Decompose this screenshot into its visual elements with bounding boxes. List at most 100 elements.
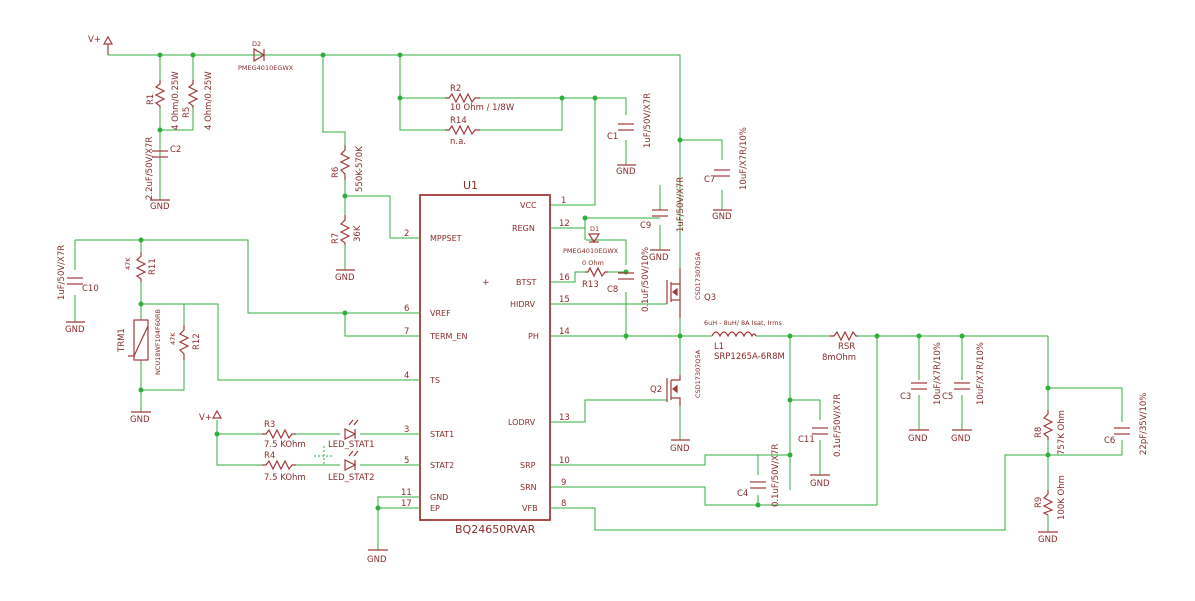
pin-num-ts: 4 <box>404 371 409 381</box>
label-rsr-ref: RSR <box>838 342 855 352</box>
pin-num-vcc: 1 <box>561 196 566 206</box>
resistor-r6-body <box>339 145 351 180</box>
pin-num-btst: 16 <box>559 273 570 283</box>
label-r13-value: 0 Ohm <box>582 259 604 267</box>
label-c1-value: 1uF/50V/X7R <box>643 93 653 148</box>
resistor-r8-body <box>1042 410 1054 440</box>
label-r9-ref: R9 <box>1034 497 1044 508</box>
label-c1-ref: C1 <box>607 132 618 142</box>
label-trm1-ref: TRM1 <box>117 328 127 353</box>
diode-d2-symbol <box>253 47 266 63</box>
gnd-label-q2: GND <box>670 444 690 454</box>
label-r11-value: 47K <box>124 257 132 270</box>
vplus-led-label: V+ <box>199 413 212 423</box>
vplus-top-label: V+ <box>88 35 101 45</box>
label-c2-ref: C2 <box>170 145 181 155</box>
resistor-r13-body <box>585 266 608 278</box>
label-c4-ref: C4 <box>737 489 748 499</box>
gnd-label-c1: GND <box>616 167 636 177</box>
mosfet-q3-symbol <box>666 268 681 318</box>
pin-label-ep: EP <box>430 504 440 513</box>
label-r14-value: n.a. <box>450 137 466 147</box>
pin-label-srn: SRN <box>520 483 537 492</box>
capacitor-c10-symbol <box>67 277 83 285</box>
label-q2-value: CSD17307Q5A <box>694 349 702 398</box>
gnd-symbols <box>66 164 1058 551</box>
label-d1-value: PMEG4010EGWX <box>563 247 619 255</box>
label-c7-ref: C7 <box>704 175 715 185</box>
label-r12-ref: R12 <box>192 333 202 350</box>
label-c3-value: 10uF/X7R/10% <box>933 342 943 405</box>
resistor-r2-body <box>445 92 480 104</box>
resistor-r4-body <box>262 459 296 471</box>
label-l1-value: SRP1265A-6R8M <box>714 352 785 362</box>
pin-num-srp: 10 <box>559 456 570 466</box>
pin-label-stat2: STAT2 <box>430 461 454 470</box>
label-r4-value: 7.5 KOhm <box>264 473 306 483</box>
svg-text:+: + <box>482 278 490 288</box>
pin-num-mppset: 2 <box>404 229 409 239</box>
pin-label-ph: PH <box>528 332 539 341</box>
label-rsr-value: 8mOhm <box>822 353 856 363</box>
resistor-rsr-body <box>830 330 858 342</box>
label-q2-ref: Q2 <box>650 385 662 395</box>
pin-label-btst: BTST <box>516 278 536 287</box>
capacitor-c4-symbol <box>750 481 766 489</box>
pin-label-vref: VREF <box>430 309 451 318</box>
label-r11-ref: R11 <box>148 258 158 275</box>
supply-symbols: V+ V+ GND GND GND GND GND GND GND GND <box>65 35 1058 565</box>
label-c8-ref: C8 <box>607 285 618 295</box>
pin-num-stat1: 3 <box>404 425 409 435</box>
label-r3-value: 7.5 KOhm <box>264 440 306 450</box>
label-r12-value: 47K <box>169 332 177 345</box>
resistor-r12-body <box>178 325 190 360</box>
label-c5-ref: C5 <box>942 392 953 402</box>
label-r3-ref: R3 <box>264 420 275 430</box>
label-c2-value: 2.2uF/50V/X7R <box>145 137 155 200</box>
component-labels: R1 4 Ohm/0.25W R5 4 Ohm/0.25W C2 2.2uF/5… <box>57 40 1149 520</box>
label-r14-ref: R14 <box>450 116 467 126</box>
u1-ref: U1 <box>463 179 478 192</box>
label-r7-value: 36K <box>353 225 363 242</box>
resistor-r7-body <box>339 215 351 245</box>
mosfets <box>666 268 681 406</box>
resistor-r9-body <box>1042 490 1054 516</box>
pin-label-hidrv: HIDRV <box>510 300 536 309</box>
pin-label-term-en: TERM_EN <box>429 332 467 341</box>
pin-num-ph: 14 <box>559 327 570 337</box>
gnd-label-c2: GND <box>150 202 170 212</box>
resistor-r11-body <box>135 252 147 282</box>
resistor-r14-body <box>445 124 480 136</box>
pin-num-hidrv: 15 <box>559 295 570 305</box>
pin-num-ep: 17 <box>401 499 412 509</box>
resistor-r5-body <box>187 80 199 108</box>
label-c11-value: 0.1uF/50V/X7R <box>833 394 843 457</box>
pin-label-regn: REGN <box>512 224 535 233</box>
label-c9-value: 1uF/50V/X7R <box>676 177 686 232</box>
vplus-top-symbol: V+ <box>88 35 114 55</box>
capacitor-c9-symbol <box>652 209 668 217</box>
label-c7-value: 10uF/X7R/10% <box>739 127 749 190</box>
label-r1-value: 4 Ohm/0.25W <box>171 71 181 130</box>
label-d2-value: PMEG4010EGWX <box>238 64 294 72</box>
capacitor-c8-symbol <box>618 272 634 280</box>
label-r6-ref: R6 <box>331 167 341 178</box>
label-q3-ref: Q3 <box>704 293 716 303</box>
label-l1-note: 6uH - 8uH/ 8A Isat, Irms <box>704 319 782 327</box>
label-c11-ref: C11 <box>798 435 815 445</box>
gnd-label-c3: GND <box>908 434 928 444</box>
label-r8-value: 757K Ohm <box>1057 410 1067 455</box>
pin-label-vcc: VCC <box>520 201 537 210</box>
pin-num-lodrv: 13 <box>559 413 570 423</box>
crosshair-marker <box>314 446 334 466</box>
pin-label-mppset: MPPSET <box>430 234 462 243</box>
pin-label-stat1: STAT1 <box>430 430 454 439</box>
capacitor-c3-symbol <box>911 382 927 390</box>
led-stat1-symbol <box>344 419 359 440</box>
label-r5-ref: R5 <box>182 107 192 118</box>
label-r5-value: 4 Ohm/0.25W <box>204 71 214 130</box>
label-led-stat2: LED_STAT2 <box>328 473 375 483</box>
led-stat2-symbol <box>344 450 359 471</box>
pin-num-term-en: 7 <box>404 327 409 337</box>
